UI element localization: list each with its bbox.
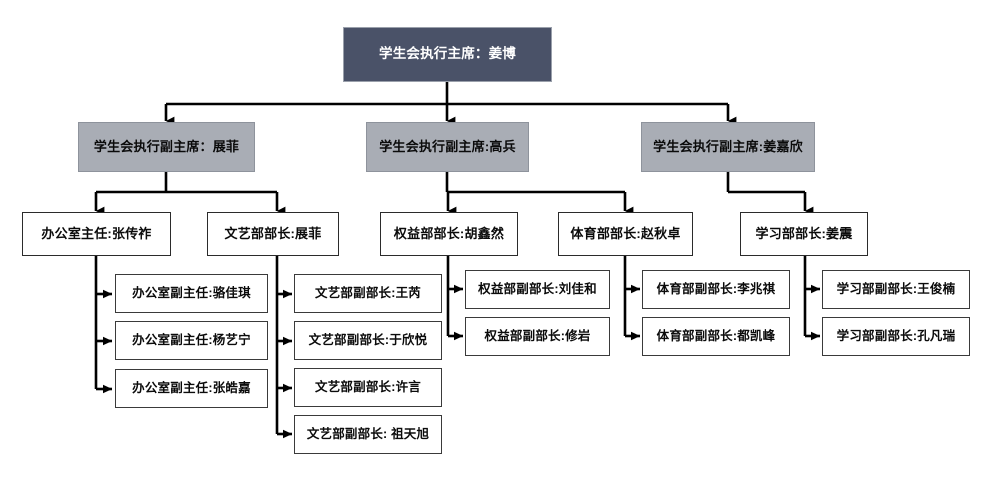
node-study-department-head[interactable]: 学习部部长:姜震 [740,212,868,256]
node-vice-chairman-zhanfei[interactable]: 学生会执行副主席：展菲 [78,122,255,172]
node-sports-deputy-2[interactable]: 体育部副部长:都凯峰 [642,317,790,356]
node-study-deputy-1[interactable]: 学习部副部长:王俊楠 [822,270,970,309]
node-office-deputy-1[interactable]: 办公室副主任:骆佳琪 [115,274,268,313]
node-arts-department-head[interactable]: 文艺部部长:展菲 [207,212,339,256]
node-arts-deputy-3[interactable]: 文艺部副部长:许言 [294,368,442,407]
node-office-deputy-3[interactable]: 办公室副主任:张皓嘉 [115,369,268,408]
node-rights-deputy-2[interactable]: 权益部副部长:修岩 [465,317,610,356]
node-rights-deputy-1[interactable]: 权益部副部长:刘佳和 [465,270,610,309]
node-arts-deputy-1[interactable]: 文艺部副部长:王芮 [294,274,442,313]
node-sports-department-head[interactable]: 体育部部长:赵秋卓 [558,212,693,256]
node-office-director[interactable]: 办公室主任:张传祚 [22,212,171,256]
node-vice-chairman-jiangjiaxin[interactable]: 学生会执行副主席:姜嘉欣 [641,122,815,172]
node-sports-deputy-1[interactable]: 体育部副部长:李兆祺 [642,270,790,309]
node-root-chairman[interactable]: 学生会执行主席：姜博 [343,27,552,82]
node-study-deputy-2[interactable]: 学习部副部长:孔凡瑞 [822,317,970,356]
node-arts-deputy-4[interactable]: 文艺部副部长: 祖天旭 [294,415,442,454]
node-arts-deputy-2[interactable]: 文艺部副部长:于欣悦 [294,321,442,360]
node-office-deputy-2[interactable]: 办公室副主任:杨艺宁 [115,321,268,360]
node-vice-chairman-gaobing[interactable]: 学生会执行副主席:高兵 [366,122,529,172]
node-rights-department-head[interactable]: 权益部部长:胡鑫然 [380,212,518,256]
